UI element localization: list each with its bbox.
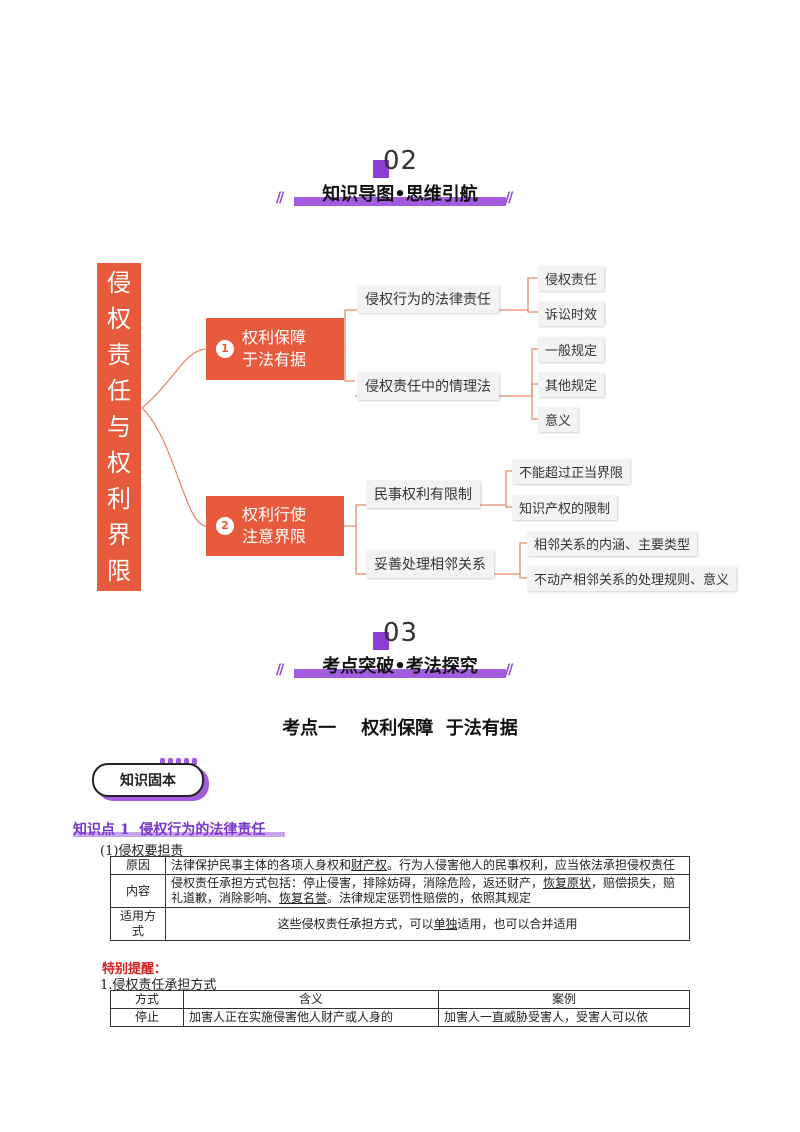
branch-label-line2: 于法有据: [242, 350, 307, 369]
branch-label-line2: 注意界限: [242, 527, 307, 546]
root-char: 权: [107, 449, 131, 477]
section-title: 考点突破•考法探究: [322, 656, 478, 677]
cell-text: 。行为人侵害他人的民事权利，应当依法承担侵权责任: [387, 858, 676, 872]
column-header: 方式: [110, 990, 184, 1009]
special-note-label: 特别提醒：: [102, 962, 168, 977]
mindmap-sub-node: 民事权利有限制: [366, 480, 480, 508]
root-char: 界: [107, 521, 131, 549]
branch-number-badge: 1: [216, 340, 234, 358]
cell-text: ，赔偿损失，赔礼道歉，消除影响、: [171, 876, 676, 905]
row-label: 内容: [110, 874, 166, 908]
root-char: 限: [107, 557, 131, 585]
root-char: 权: [107, 305, 131, 333]
mindmap-leaf-node: 一般规定: [538, 337, 605, 362]
underlined-term: 恢复原状: [543, 876, 592, 890]
mindmap-leaf-node: 知识产权的限制: [512, 495, 618, 520]
decor-slash-left: //: [276, 662, 284, 678]
mindmap-branch-1: 1 权利保障 于法有据: [206, 318, 344, 380]
decor-slash-right: //: [505, 190, 513, 206]
root-char: 利: [107, 485, 131, 513]
row-label: 原因: [110, 856, 166, 875]
sub-heading: (1)侵权要担责: [100, 844, 184, 859]
table-cell: 停止: [110, 1008, 184, 1027]
knowledge-badge: 知识固本: [92, 763, 204, 797]
column-header: 案例: [438, 990, 690, 1009]
section-number-accent: [373, 160, 389, 178]
section-title-underline: [294, 669, 506, 678]
table-cell: 加害人一直威胁受害人，受害人可以依: [438, 1008, 690, 1027]
section-number: 02: [383, 146, 419, 176]
underlined-term: 恢复名誉: [279, 891, 328, 905]
cell-text: 适用，也可以合并适用: [457, 916, 578, 931]
mindmap-sub-node: 妥善处理相邻关系: [366, 550, 494, 578]
column-header: 含义: [183, 990, 439, 1009]
underlined-term: 单独: [433, 916, 458, 931]
mindmap-leaf-node: 其他规定: [538, 372, 605, 397]
underlined-term: 财产权: [351, 858, 388, 872]
mindmap-sub-node: 侵权责任中的情理法: [357, 372, 499, 400]
badge-decor-dots: [160, 758, 197, 765]
table-row: 内容 侵权责任承担方式包括：停止侵害，排除妨碍，消除危险，返还财产，恢复原状，赔…: [110, 874, 690, 908]
cell-text: 侵权责任承担方式包括：停止侵害，排除妨碍，消除危险，返还财产，: [171, 876, 544, 890]
knowledge-point-title: 知识点 1 侵权行为的法律责任: [73, 822, 266, 838]
cell-text: 法律保护民事主体的各项人身权和: [171, 858, 352, 872]
cell-text: 这些侵权责任承担方式，可以: [277, 916, 434, 931]
row-label: 适用方式: [110, 907, 166, 941]
table-header-row: 方式 含义 案例: [110, 990, 690, 1009]
section-number-accent: [373, 632, 389, 650]
mindmap-leaf-node: 意义: [538, 407, 579, 432]
decor-slash-right: //: [505, 662, 513, 678]
row-content: 法律保护民事主体的各项人身权和财产权。行为人侵害他人的民事权利，应当依法承担侵权…: [165, 856, 690, 875]
topic-title: 考点一 权利保障 于法有据: [282, 718, 518, 739]
mindmap-leaf-node: 相邻关系的内涵、主要类型: [527, 531, 698, 556]
cell-text: 。法律规定惩罚性赔偿的，依照其规定: [327, 891, 532, 905]
table-row: 原因 法律保护民事主体的各项人身权和财产权。行为人侵害他人的民事权利，应当依法承…: [110, 856, 690, 875]
sub-heading: 1.侵权责任承担方式: [100, 978, 217, 993]
branch-label-line1: 权利保障: [242, 328, 307, 347]
root-char: 侵: [107, 269, 131, 297]
mindmap-leaf-node: 不能超过正当界限: [512, 459, 631, 484]
mindmap-sub-node: 侵权行为的法律责任: [357, 285, 499, 313]
liability-methods-table: 方式 含义 案例 停止 加害人正在实施侵害他人财产或人身的 加害人一直威胁受害人…: [110, 990, 690, 1027]
kp-title-highlight: [73, 832, 285, 837]
mindmap-leaf-node: 不动产相邻关系的处理规则、意义: [527, 566, 737, 591]
root-char: 责: [107, 341, 131, 369]
table-cell: 加害人正在实施侵害他人财产或人身的: [183, 1008, 439, 1027]
branch-label-line1: 权利行使: [242, 505, 307, 524]
mindmap-root: 侵 权 责 任 与 权 利 界 限: [97, 263, 141, 591]
row-content: 侵权责任承担方式包括：停止侵害，排除妨碍，消除危险，返还财产，恢复原状，赔偿损失…: [165, 874, 690, 908]
table-row: 适用方式 这些侵权责任承担方式，可以单独适用，也可以合并适用: [110, 907, 690, 941]
liability-table: 原因 法律保护民事主体的各项人身权和财产权。行为人侵害他人的民事权利，应当依法承…: [110, 856, 690, 941]
section-title: 知识导图•思维引航: [322, 184, 478, 205]
section-number: 03: [383, 618, 419, 648]
root-char: 任: [107, 377, 131, 405]
row-content: 这些侵权责任承担方式，可以单独适用，也可以合并适用: [165, 907, 690, 941]
mindmap-leaf-node: 诉讼时效: [538, 301, 605, 326]
decor-slash-left: //: [276, 190, 284, 206]
section-title-underline: [294, 197, 506, 206]
mindmap-branch-2: 2 权利行使 注意界限: [206, 496, 344, 556]
branch-number-badge: 2: [216, 517, 234, 535]
root-char: 与: [107, 413, 131, 441]
table-row: 停止 加害人正在实施侵害他人财产或人身的 加害人一直威胁受害人，受害人可以依: [110, 1008, 690, 1027]
mindmap-leaf-node: 侵权责任: [538, 266, 605, 291]
